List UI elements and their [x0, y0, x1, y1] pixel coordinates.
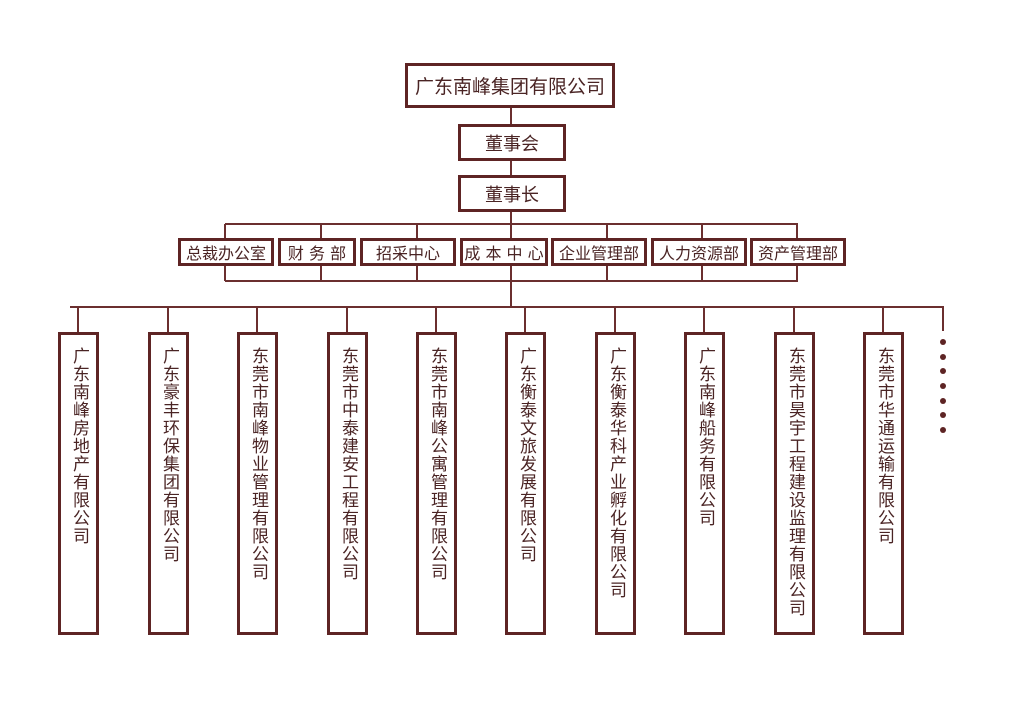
- connector: [942, 307, 944, 331]
- subsidiary-label: 广东豪丰环保集团有限公司: [159, 347, 179, 563]
- subsidiary-label: 东莞市中泰建安工程有限公司: [338, 347, 358, 581]
- department-label: 财 务 部: [287, 244, 347, 263]
- ellipsis-dot: [940, 427, 946, 433]
- board-label: 董事会: [485, 133, 539, 155]
- chairman-box: 董事长: [458, 175, 566, 212]
- department-label: 企业管理部: [558, 244, 639, 263]
- department-box: 成 本 中 心: [460, 238, 548, 266]
- connector: [167, 307, 169, 333]
- department-box: 总裁办公室: [178, 238, 274, 266]
- connector: [882, 307, 884, 333]
- ellipsis-dot: [940, 354, 946, 360]
- connector: [703, 307, 705, 333]
- connector: [346, 307, 348, 333]
- connector: [435, 307, 437, 333]
- subsidiary-label: 东莞市昊宇工程建设监理有限公司: [785, 347, 805, 617]
- department-box: 财 务 部: [278, 238, 356, 266]
- root-company-label: 广东南峰集团有限公司: [414, 76, 605, 98]
- subsidiary-box: 广东衡泰华科产业孵化有限公司: [595, 332, 636, 635]
- connector: [793, 307, 795, 333]
- department-label: 资产管理部: [757, 244, 838, 263]
- subsidiary-label: 东莞市南峰公寓管理有限公司: [427, 347, 447, 581]
- department-box: 招采中心: [360, 238, 456, 266]
- ellipsis-dot: [940, 383, 946, 389]
- connector: [77, 307, 79, 333]
- root-company-box: 广东南峰集团有限公司: [405, 63, 615, 108]
- subsidiary-box: 东莞市南峰公寓管理有限公司: [416, 332, 457, 635]
- subsidiary-label: 东莞市南峰物业管理有限公司: [248, 347, 268, 581]
- department-label: 总裁办公室: [185, 244, 266, 263]
- subsidiary-box: 东莞市南峰物业管理有限公司: [237, 332, 278, 635]
- subsidiary-box: 广东豪丰环保集团有限公司: [148, 332, 189, 635]
- subsidiary-label: 东莞市华通运输有限公司: [874, 347, 894, 545]
- connector: [256, 307, 258, 333]
- connector: [524, 307, 526, 333]
- subsidiary-box: 东莞市中泰建安工程有限公司: [327, 332, 368, 635]
- subsidiary-box: 东莞市华通运输有限公司: [863, 332, 904, 635]
- ellipsis-dot: [940, 412, 946, 418]
- ellipsis-dot: [940, 398, 946, 404]
- connector: [614, 307, 616, 333]
- subsidiary-box: 广东南峰船务有限公司: [684, 332, 725, 635]
- department-box: 企业管理部: [551, 238, 647, 266]
- connector: [225, 280, 798, 282]
- department-box: 资产管理部: [750, 238, 846, 266]
- subsidiary-box: 广东南峰房地产有限公司: [58, 332, 99, 635]
- department-label: 招采中心: [375, 244, 440, 263]
- subsidiary-box: 广东衡泰文旅发展有限公司: [505, 332, 546, 635]
- connector: [70, 306, 944, 308]
- department-label: 人力资源部: [658, 244, 739, 263]
- ellipsis-dot: [940, 368, 946, 374]
- subsidiary-label: 广东衡泰华科产业孵化有限公司: [606, 347, 626, 599]
- subsidiary-label: 广东衡泰文旅发展有限公司: [516, 347, 536, 563]
- board-box: 董事会: [458, 124, 566, 161]
- subsidiary-label: 广东南峰船务有限公司: [695, 347, 715, 527]
- ellipsis-dot: [940, 339, 946, 345]
- department-box: 人力资源部: [651, 238, 747, 266]
- department-label: 成 本 中 心: [464, 244, 544, 263]
- subsidiary-box: 东莞市昊宇工程建设监理有限公司: [774, 332, 815, 635]
- chairman-label: 董事长: [485, 184, 539, 206]
- subsidiary-label: 广东南峰房地产有限公司: [69, 347, 89, 545]
